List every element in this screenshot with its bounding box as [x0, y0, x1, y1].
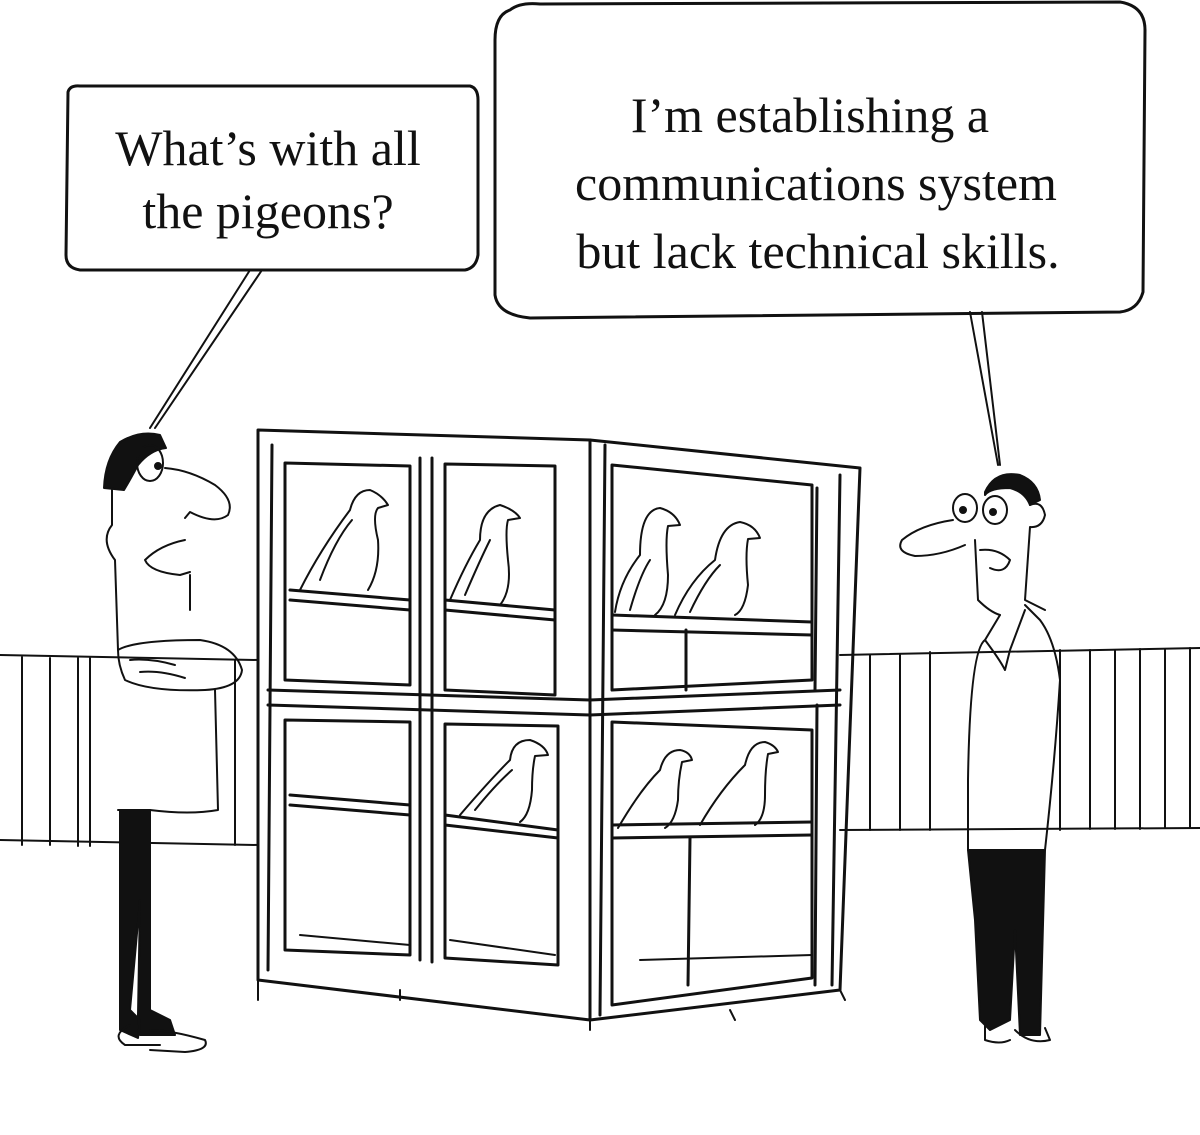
right-bubble-line-1: I’m establishing a	[631, 87, 989, 143]
right-speech-bubble: I’m establishing a communications system…	[493, 0, 1147, 466]
left-speech-bubble: What’s with all the pigeons?	[64, 84, 480, 429]
pigeon-drawing	[299, 489, 779, 829]
left-man-eye	[136, 444, 164, 482]
right-man	[899, 473, 1061, 1044]
left-man-pupil	[154, 462, 162, 470]
background-fence	[0, 647, 1200, 847]
pigeon-coop-drawing	[256, 428, 862, 1031]
right-bubble-line-3: but lack technical skills.	[576, 223, 1059, 279]
left-bubble-line-1: What’s with all	[115, 120, 421, 176]
right-man-glasses-right	[982, 495, 1008, 525]
right-man-glasses-left	[952, 493, 978, 523]
left-bubble-line-2: the pigeons?	[142, 183, 393, 239]
left-man	[103, 432, 243, 1053]
right-bubble-line-2: communications system	[575, 155, 1057, 211]
